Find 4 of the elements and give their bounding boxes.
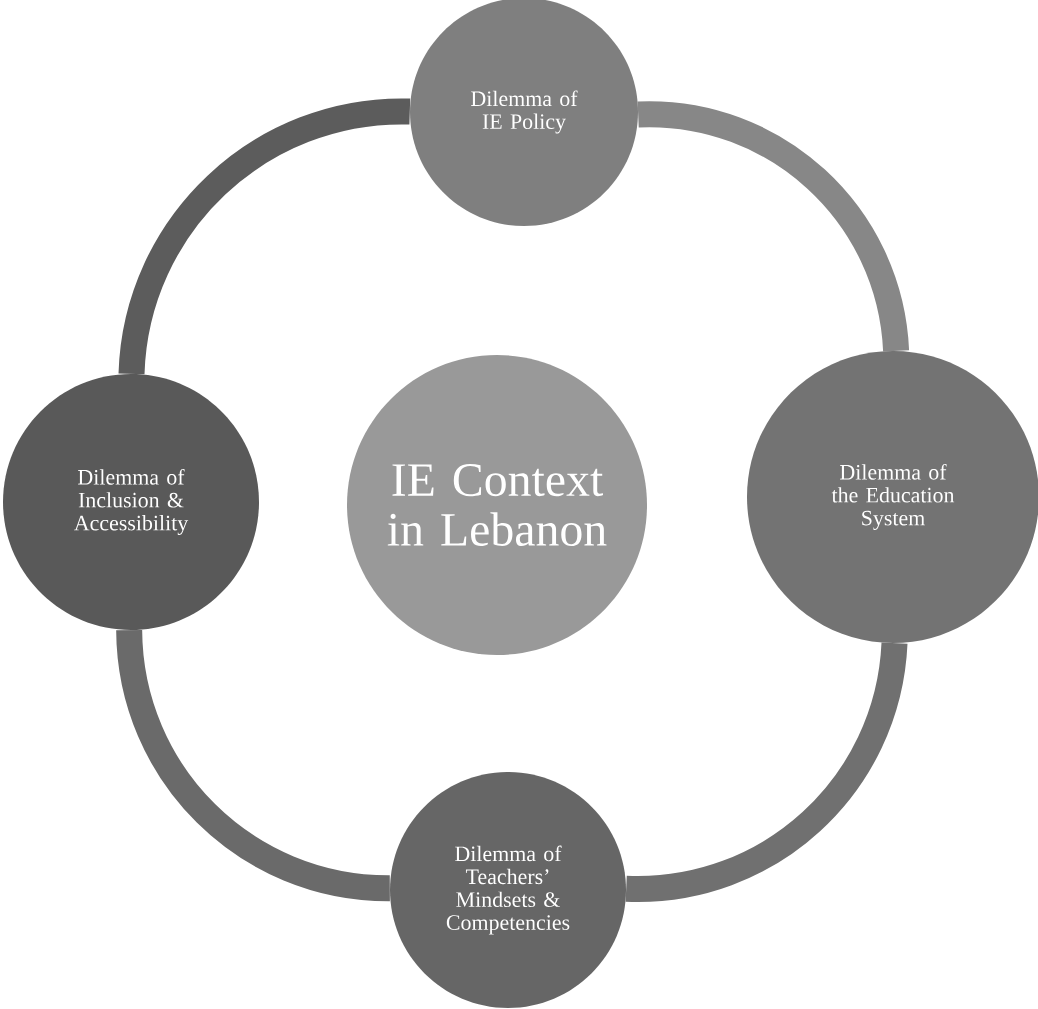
ring-arc [637, 101, 910, 353]
ring-arc [118, 98, 411, 376]
ring-arc [625, 641, 908, 902]
ring-arc [116, 629, 391, 902]
